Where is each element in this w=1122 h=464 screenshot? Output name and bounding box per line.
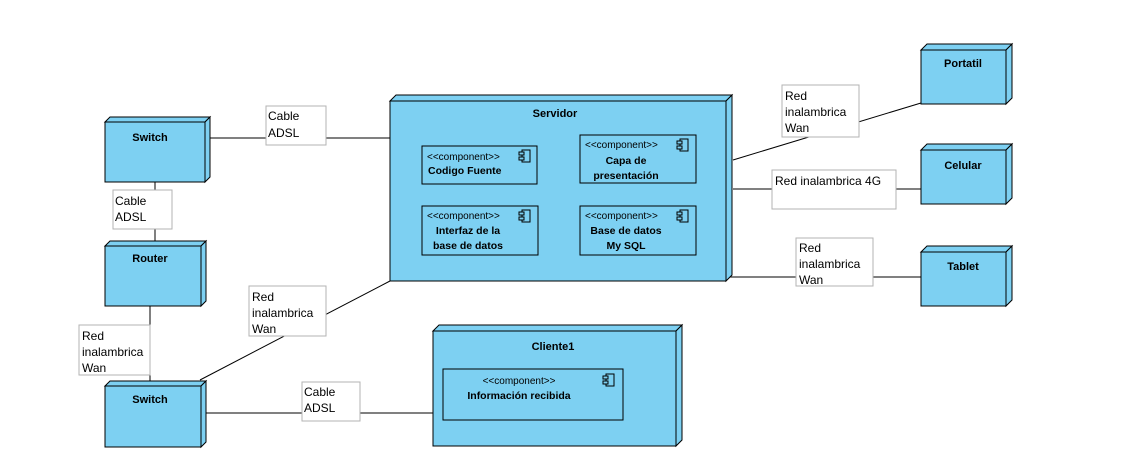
svg-text:Cable: Cable	[115, 194, 147, 208]
svg-text:ADSL: ADSL	[304, 401, 336, 415]
component-icon	[602, 373, 615, 387]
component-interfaz-bd[interactable]: <<component>> Interfaz de la base de dat…	[421, 205, 539, 256]
component-bd-mysql[interactable]: <<component>> Base de datos My SQL	[579, 205, 697, 256]
connection-label-switch-cliente: Cable ADSL	[301, 381, 361, 422]
node-label: Portatil	[944, 58, 982, 70]
svg-text:Red: Red	[82, 329, 104, 343]
node-label: Switch	[132, 394, 168, 406]
connection-label-switch-servidor: Cable ADSL	[265, 105, 327, 146]
svg-text:Wan: Wan	[799, 273, 823, 287]
component-stereotype: <<component>>	[483, 376, 556, 387]
node-switch-bottom[interactable]: Switch	[103, 379, 208, 449]
svg-text:Wan: Wan	[252, 322, 276, 336]
connection-label-servidor-celular: Red inalambrica 4G	[771, 169, 897, 210]
svg-text:Red: Red	[252, 290, 274, 304]
connection-label-servidor-tablet: Red inalambrica Wan	[795, 237, 874, 287]
component-stereotype: <<component>>	[585, 211, 658, 222]
connection-label-switch-servidor-wan: Red inalambrica Wan	[248, 285, 327, 337]
component-stereotype: <<component>>	[427, 152, 500, 163]
component-name-line: Interfaz de la	[436, 225, 500, 237]
svg-text:Cable: Cable	[268, 109, 300, 123]
svg-text:inalambrica: inalambrica	[799, 257, 861, 271]
svg-text:Red inalambrica 4G: Red inalambrica 4G	[775, 174, 881, 188]
svg-text:inalambrica: inalambrica	[82, 345, 144, 359]
component-stereotype: <<component>>	[585, 140, 658, 151]
component-stereotype: <<component>>	[427, 211, 500, 222]
component-name-line: My SQL	[606, 240, 646, 252]
svg-text:Wan: Wan	[82, 361, 106, 375]
svg-text:Cable: Cable	[304, 385, 336, 399]
node-celular[interactable]: Celular	[919, 142, 1014, 206]
component-name-line: Codigo Fuente	[428, 165, 502, 177]
component-codigo-fuente[interactable]: <<component>> Codigo Fuente	[421, 145, 538, 185]
svg-text:ADSL: ADSL	[268, 126, 300, 140]
component-icon	[518, 149, 531, 163]
connection-label-servidor-portatil: Red inalambrica Wan	[781, 84, 860, 138]
svg-text:ADSL: ADSL	[115, 210, 147, 224]
component-name-line: Capa de	[606, 155, 647, 167]
node-servidor[interactable]: Servidor <<component>> Codigo Fuente <<c…	[388, 93, 734, 283]
node-label: Router	[132, 253, 168, 265]
component-name-line: Información recibida	[467, 390, 570, 402]
node-router[interactable]: Router	[103, 239, 208, 308]
svg-text:Wan: Wan	[785, 121, 809, 135]
component-name-line: presentación	[593, 170, 658, 182]
node-cliente1[interactable]: Cliente1 <<component>> Información recib…	[431, 323, 684, 448]
node-label: Tablet	[947, 261, 979, 273]
node-label: Cliente1	[532, 341, 575, 353]
svg-text:inalambrica: inalambrica	[785, 105, 847, 119]
component-name-line: Base de datos	[590, 225, 661, 237]
svg-text:Red: Red	[799, 241, 821, 255]
component-icon	[676, 209, 689, 223]
node-tablet[interactable]: Tablet	[919, 244, 1014, 308]
component-name-line: base de datos	[433, 240, 503, 252]
node-label: Switch	[132, 132, 168, 144]
component-capa-presentacion[interactable]: <<component>> Capa de presentación	[579, 134, 697, 184]
connection-label-router-switch: Red inalambrica Wan	[78, 324, 151, 376]
component-icon	[518, 209, 531, 223]
connection-label-switch-router: Cable ADSL	[112, 189, 173, 230]
node-switch-top[interactable]: Switch	[103, 115, 212, 184]
component-info-recibida[interactable]: <<component>> Información recibida	[442, 368, 624, 421]
node-label: Servidor	[533, 108, 578, 120]
component-icon	[676, 138, 689, 152]
svg-text:inalambrica: inalambrica	[252, 306, 314, 320]
svg-text:Red: Red	[785, 89, 807, 103]
node-label: Celular	[944, 160, 982, 172]
node-portatil[interactable]: Portatil	[919, 42, 1014, 106]
